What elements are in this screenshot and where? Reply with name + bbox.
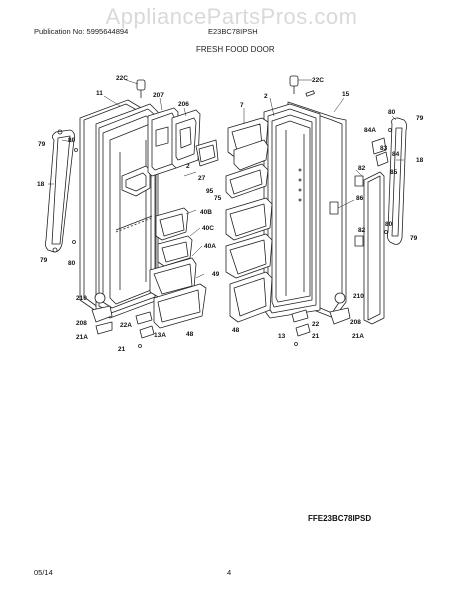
callout-84: 84: [392, 151, 400, 158]
callout-49: 49: [212, 271, 220, 278]
callout-40c: 40C: [202, 225, 214, 232]
callout-27: 27: [198, 175, 206, 182]
callout-40a: 40A: [204, 243, 216, 250]
callout-18-left: 18: [37, 181, 45, 188]
callout-82-right-top: 82: [358, 165, 366, 172]
bottom-hinge-right: [291, 292, 351, 346]
callout-79-right-bottom: 79: [410, 235, 418, 242]
callout-80-right-bottom: 80: [385, 221, 393, 228]
callout-21a-right: 21A: [352, 333, 364, 340]
dispenser-pad: [195, 139, 219, 167]
callout-206: 206: [178, 101, 189, 108]
callout-15: 15: [342, 91, 350, 98]
callout-84a: 84A: [364, 127, 376, 134]
diagram-code: FFE23BC78IPSD: [308, 514, 372, 523]
callout-82-right-bottom: 82: [358, 227, 366, 234]
model-number: E23BC78IPSH: [208, 27, 258, 36]
callout-22c-right: 22C: [312, 77, 324, 84]
callout-48-left: 48: [186, 331, 194, 338]
callout-21a-left: 21A: [76, 334, 88, 341]
callout-207: 207: [153, 92, 164, 99]
bin-assemblies-left: [149, 207, 207, 329]
callout-80-right-top: 80: [388, 109, 396, 116]
callout-13a: 13A: [154, 332, 166, 339]
left-door-handle: [44, 129, 78, 253]
dispenser-panel-206: [171, 109, 201, 169]
callout-2-left: 2: [186, 163, 190, 170]
dispenser-chute: [121, 165, 151, 197]
callout-21-right: 21: [312, 333, 320, 340]
publication-date: 05/14: [34, 568, 53, 577]
right-door-gasket: [263, 103, 321, 319]
callout-80-left-top: 80: [68, 137, 76, 144]
callout-79-left-bottom: 79: [40, 257, 48, 264]
callout-210-left: 210: [76, 295, 87, 302]
callout-13-right: 13: [278, 333, 286, 340]
publication-number: Publication No: 5995644894: [34, 27, 129, 36]
right-door-inner-liner: [275, 120, 311, 303]
callout-86: 86: [356, 195, 364, 202]
callout-208-right: 208: [350, 319, 361, 326]
page-number: 4: [227, 568, 232, 577]
callout-95: 95: [206, 188, 214, 195]
callout-labels: 22C 11 207 206 79 80 18 79 80 2 27 95 75…: [37, 75, 424, 353]
callout-79-left-top: 79: [38, 141, 46, 148]
hinge-pin-22c-left: [136, 79, 146, 98]
callout-2-right: 2: [264, 93, 268, 100]
right-door-bins: [225, 117, 273, 323]
watermark: AppliancePartsPros.com: [105, 4, 358, 29]
callout-40b: 40B: [200, 209, 212, 216]
callout-leader-lines: [48, 79, 404, 279]
hinge-pin-22c-right: [289, 75, 315, 97]
right-trim-and-handle: [329, 117, 408, 325]
callout-79-right-top: 79: [416, 115, 424, 122]
callout-22a: 22A: [120, 322, 132, 329]
callout-22c-left: 22C: [116, 75, 128, 82]
callout-210-right: 210: [353, 293, 364, 300]
callout-80-left-bottom: 80: [68, 260, 76, 267]
callout-75: 75: [214, 195, 222, 202]
callout-21-left: 21: [118, 346, 126, 353]
section-title: FRESH FOOD DOOR: [196, 45, 275, 54]
callout-85: 85: [390, 169, 398, 176]
callout-22-right: 22: [312, 321, 320, 328]
callout-48-right: 48: [232, 327, 240, 334]
callout-83: 83: [380, 145, 388, 152]
bottom-hinge-left: [91, 292, 155, 348]
callout-208-left: 208: [76, 320, 87, 327]
callout-11: 11: [96, 90, 103, 97]
callout-18-right: 18: [416, 157, 424, 164]
callout-7: 7: [240, 102, 244, 109]
